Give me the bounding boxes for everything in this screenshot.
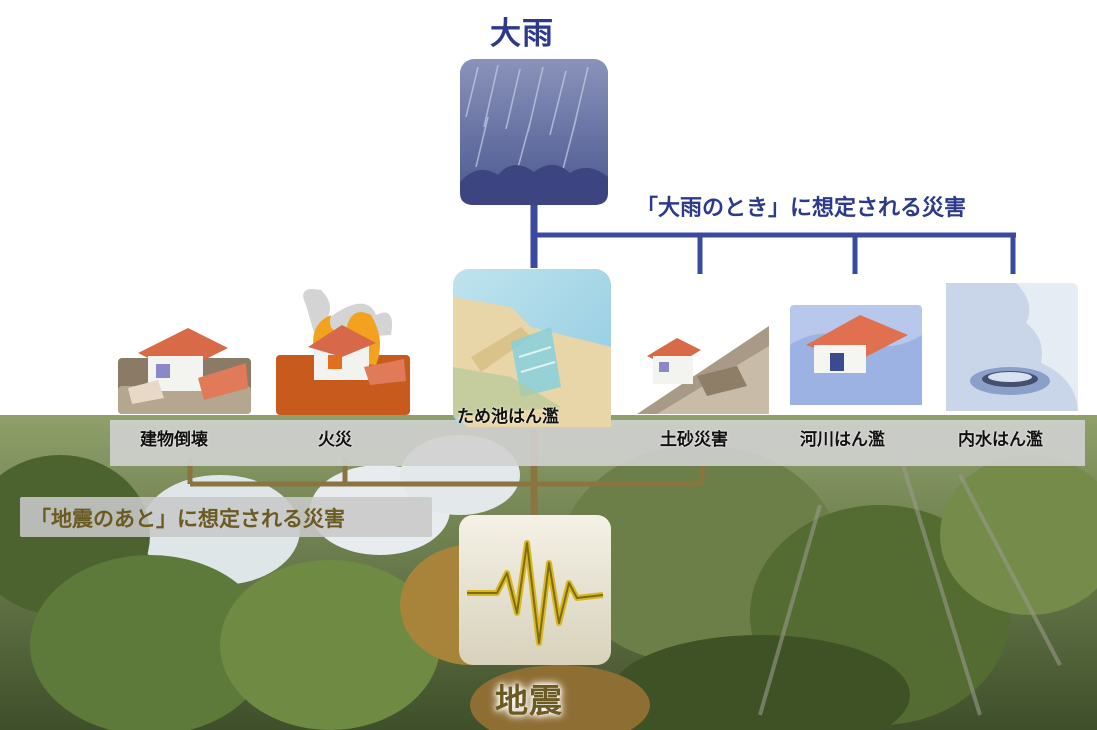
disaster-name-bar: [110, 420, 1085, 466]
reservoir-flood-icon: [451, 267, 613, 429]
disaster-name-landslide: 土砂災害: [660, 430, 728, 450]
disaster-name-fire: 火災: [318, 430, 352, 450]
heavy-rain-title: 大雨: [490, 16, 554, 52]
earthquake-title: 地震: [495, 681, 563, 720]
fire-icon: [276, 285, 410, 415]
heavy-rain-icon: [458, 57, 610, 207]
rain-group-label: 「大雨のとき」に想定される災害: [636, 196, 967, 221]
disaster-name-river-flood: 河川はん濫: [800, 430, 885, 450]
disaster-name-building-collapse: 建物倒壊: [140, 430, 208, 450]
landslide-icon: [637, 316, 769, 414]
quake-group-label: 「地震のあと」に想定される災害: [30, 507, 345, 531]
earthquake-icon: [457, 513, 613, 667]
inland-flood-icon: [946, 283, 1078, 411]
river-flood-icon: [790, 305, 922, 405]
disaster-name-inland-flood: 内水はん濫: [958, 430, 1043, 450]
quake-group-box: [20, 497, 432, 537]
disaster-name-reservoir-flood: ため池はん濫: [457, 407, 559, 427]
collapsed-house-icon: [118, 318, 251, 414]
